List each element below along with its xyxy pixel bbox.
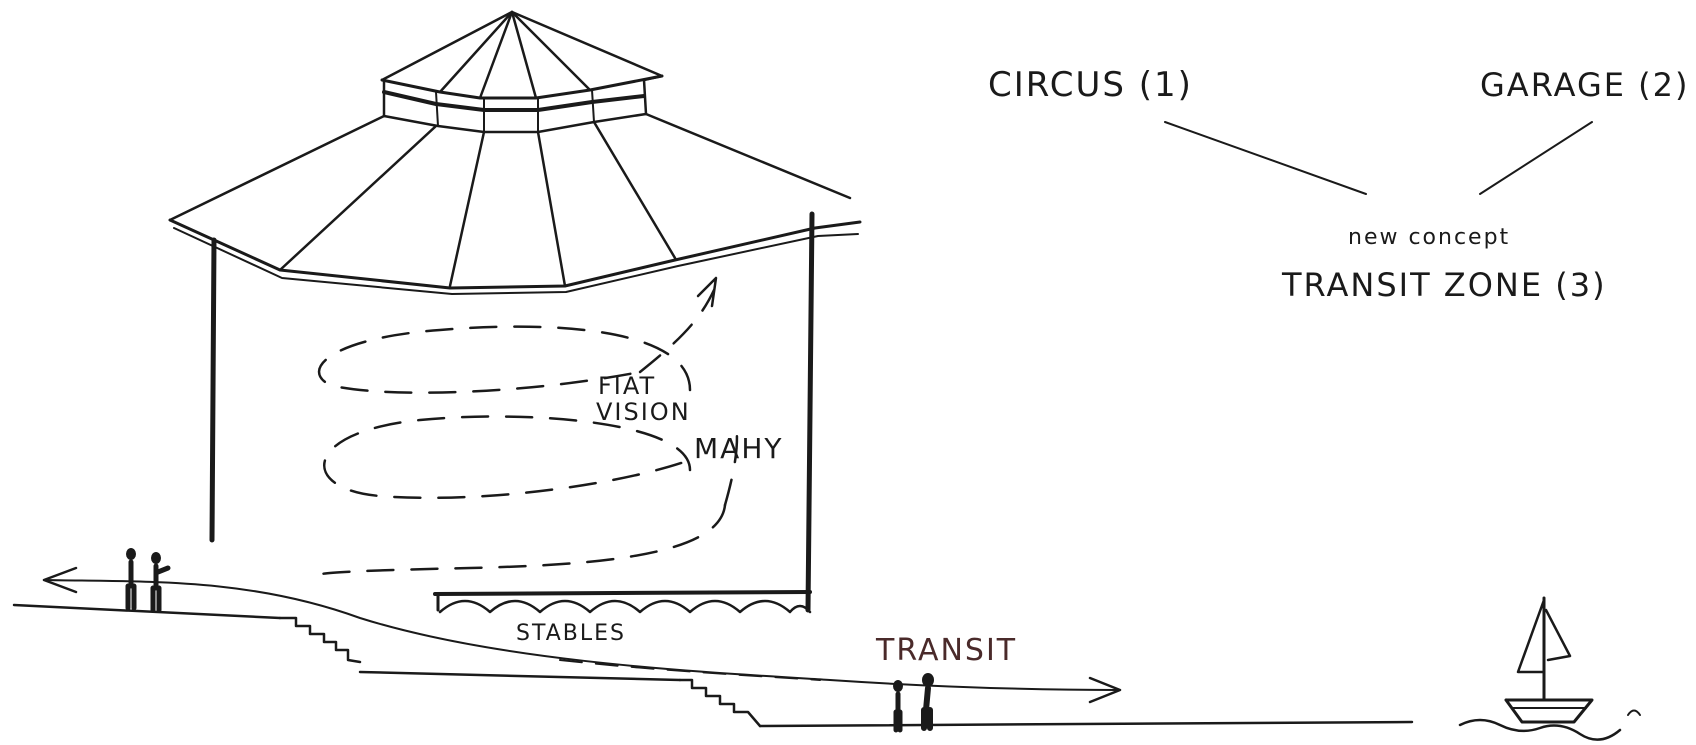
lower-stairs xyxy=(678,678,762,728)
label-garage: GARAGE (2) xyxy=(1480,66,1689,104)
link-circus xyxy=(1164,121,1367,195)
label-stables: STABLES xyxy=(516,621,626,646)
transit-arrow-left xyxy=(42,566,78,594)
label-fiat: FIAT xyxy=(598,372,656,400)
label-mahy: MAHY xyxy=(694,432,783,465)
concept-links xyxy=(1164,121,1593,195)
ground-profile xyxy=(12,603,1641,741)
upper-stairs xyxy=(278,616,362,664)
circus-tent xyxy=(168,10,862,614)
tent-cap xyxy=(380,10,664,134)
tent-roof xyxy=(168,112,862,295)
label-transit-zone: TRANSIT ZONE (3) xyxy=(1281,266,1607,304)
transit-path xyxy=(42,566,1122,704)
tent-left-wall xyxy=(209,237,217,543)
sailboat-icon xyxy=(1504,596,1594,724)
tent-right-wall xyxy=(805,211,815,613)
label-new-concept: new concept xyxy=(1348,225,1510,250)
ramp-arrowhead xyxy=(696,276,718,308)
people-transit xyxy=(893,673,934,733)
water-waves xyxy=(1458,718,1622,741)
transit-arrow-right xyxy=(1088,676,1122,704)
link-garage xyxy=(1479,121,1593,195)
stables-arcade xyxy=(433,590,812,614)
label-vision: VISION xyxy=(596,398,691,426)
spiral-ramp xyxy=(317,276,739,576)
people-left xyxy=(125,548,171,613)
label-circus: CIRCUS (1) xyxy=(988,65,1193,105)
label-transit: TRANSIT xyxy=(875,633,1017,668)
